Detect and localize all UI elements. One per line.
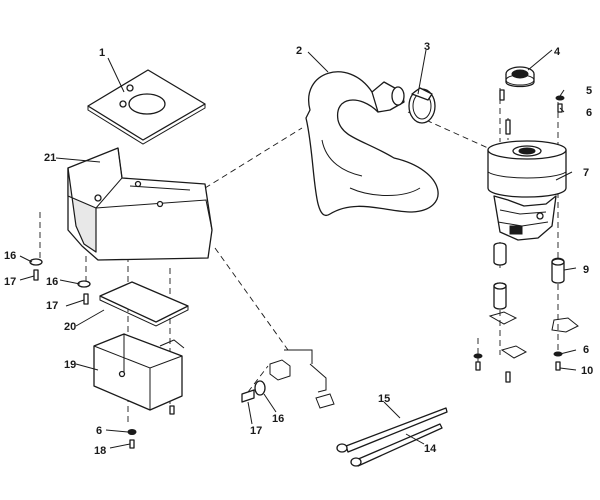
callout-19: 19 [64,359,76,371]
callout-18: 18 [94,445,106,457]
callout-21: 21 [44,152,56,164]
callout-16-lower: 16 [272,413,284,425]
grommet [505,66,535,88]
callout-16-mid: 16 [46,276,58,288]
callout-20: 20 [64,321,76,333]
clips [269,311,579,409]
callout-9: 9 [583,264,589,276]
callout-labels: 1 2 3 4 5 6 7 9 6 10 21 16 17 16 17 20 1… [4,41,593,457]
callout-17-mid: 17 [46,300,58,312]
cable-ties [336,407,448,467]
hose-clamp [408,87,436,124]
air-hose [305,71,439,217]
callout-16-left: 16 [4,250,16,262]
callout-1: 1 [99,47,105,59]
callout-3: 3 [424,41,430,53]
callout-17-lower: 17 [250,425,262,437]
mounting-bracket [67,147,213,261]
callout-6-bottom: 6 [96,425,102,437]
filter-pad [99,281,189,327]
gasket-plate [87,69,206,145]
callout-10: 10 [581,365,593,377]
vacuum-motor [487,140,567,241]
callout-5: 5 [586,85,592,97]
hardware [29,89,565,449]
callout-15: 15 [378,393,390,405]
leader-lines [19,49,577,449]
callout-7: 7 [583,167,589,179]
standoff [493,242,565,310]
callout-6-right: 6 [583,344,589,356]
box-tray [93,333,185,411]
callout-2: 2 [296,45,302,57]
callout-6-top: 6 [586,107,592,119]
callout-14: 14 [424,443,437,455]
callout-4: 4 [554,46,561,58]
callout-17-left: 17 [4,276,16,288]
